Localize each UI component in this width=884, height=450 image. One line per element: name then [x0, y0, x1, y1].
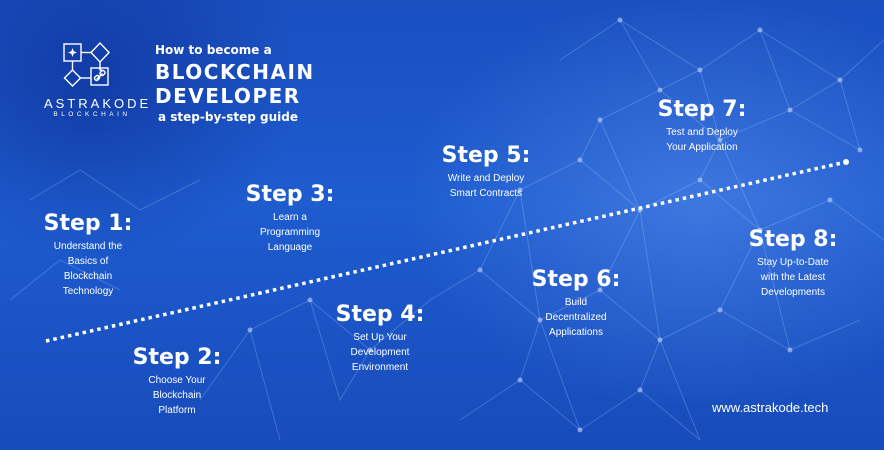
title-prefix: How to become a: [155, 43, 272, 57]
step-5: Step 5: Write and Deploy Smart Contracts: [434, 143, 538, 201]
step-3-heading: Step 3:: [245, 182, 335, 207]
step-7: Step 7: Test and Deploy Your Application: [649, 97, 755, 155]
title-main-line-2: DEVELOPER: [155, 84, 301, 108]
step-8: Step 8: Stay Up-to-Date with the Latest …: [740, 227, 846, 300]
step-6-text: Build Decentralized Applications: [545, 297, 607, 338]
step-2-heading: Step 2:: [132, 345, 222, 370]
step-7-text: Test and Deploy Your Application: [666, 127, 738, 153]
step-3-text: Learn a Programming Language: [259, 212, 321, 253]
step-1: Step 1: Understand the Basics of Blockch…: [36, 211, 140, 299]
title-main: BLOCKCHAIN DEVELOPER: [155, 60, 355, 108]
step-2: Step 2: Choose Your Blockchain Platform: [125, 345, 229, 418]
brand-tagline: BLOCKCHAIN: [53, 111, 131, 118]
step-1-heading: Step 1:: [43, 211, 133, 236]
step-8-text: Stay Up-to-Date with the Latest Developm…: [757, 257, 829, 298]
step-5-text: Write and Deploy Smart Contracts: [447, 173, 525, 199]
title-subtitle: a step-by-step guide: [158, 110, 299, 124]
step-8-heading: Step 8:: [748, 227, 838, 252]
step-4: Step 4: Set Up Your Development Environm…: [328, 302, 432, 375]
brand-name: ASTRAKODE: [44, 96, 152, 111]
step-6-heading: Step 6:: [531, 267, 621, 292]
step-5-heading: Step 5:: [441, 143, 531, 168]
step-6: Step 6: Build Decentralized Applications: [524, 267, 628, 340]
step-2-text: Choose Your Blockchain Platform: [148, 375, 206, 416]
step-7-heading: Step 7:: [657, 97, 747, 122]
progress-path-line: [45, 160, 847, 343]
step-4-text: Set Up Your Development Environment: [350, 332, 410, 373]
path-end-dot: [843, 159, 849, 165]
astrakode-logo-icon: [63, 41, 110, 87]
website-link[interactable]: www.astrakode.tech: [712, 400, 829, 415]
step-3: Step 3: Learn a Programming Language: [238, 182, 342, 255]
step-4-heading: Step 4:: [335, 302, 425, 327]
title-main-line-1: BLOCKCHAIN: [155, 60, 315, 84]
step-1-text: Understand the Basics of Blockchain Tech…: [53, 241, 123, 297]
